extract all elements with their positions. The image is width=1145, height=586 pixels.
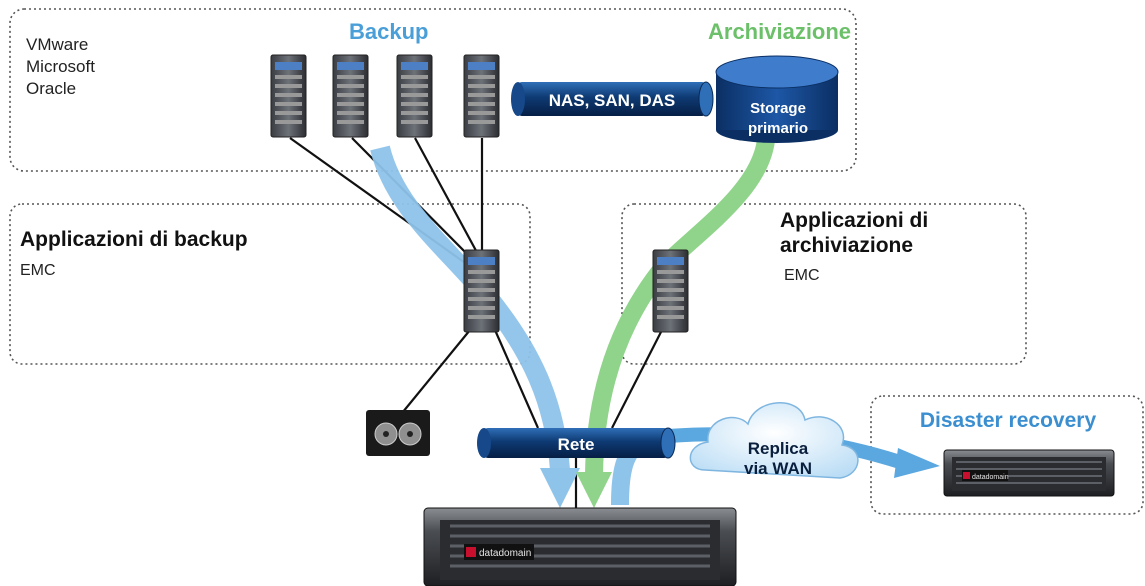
storage-label-line1: Storage (750, 100, 806, 117)
disaster-recovery-title: Disaster recovery (920, 409, 1097, 432)
wan-label-line1: Replica (748, 439, 809, 458)
backup-apps-vendor: EMC (20, 262, 56, 279)
data-domain-appliance (423, 507, 737, 586)
archive-app-server-icon (652, 249, 689, 333)
tape-library-icon (366, 410, 430, 456)
network-label: Rete (558, 435, 595, 454)
archive-apps-title-line2: archiviazione (780, 234, 913, 257)
backup-apps-title: Applicazioni di backup (20, 228, 248, 251)
archive-apps-box (621, 203, 1027, 365)
wan-cloud-icon (689, 402, 859, 479)
wan-flow-arrowhead (894, 448, 940, 478)
dr-appliance (943, 449, 1115, 497)
primary-storage-icon (715, 55, 839, 143)
server-icon (270, 54, 307, 138)
backup-title: Backup (349, 19, 428, 44)
server-icon (332, 54, 369, 138)
server-icon (396, 54, 433, 138)
server-icon (463, 54, 500, 138)
backup-app-server-icon (463, 249, 500, 333)
storage-label-line2: primario (748, 120, 808, 137)
wan-label-line2: via WAN (744, 459, 812, 478)
main-device-logo: datadomain (479, 548, 531, 559)
archive-apps-title-line1: Applicazioni di (780, 209, 928, 232)
dr-device-logo: datadomain (972, 474, 1009, 481)
backup-server-group (270, 54, 500, 138)
archive-flow-arrowhead (576, 472, 612, 508)
archive-apps-vendor: EMC (784, 267, 820, 284)
backup-flow-arrowhead (540, 468, 580, 508)
network-pipe (477, 427, 676, 459)
vendor-microsoft: Microsoft (26, 57, 95, 76)
vendor-vmware: VMware (26, 35, 88, 54)
vendor-oracle: Oracle (26, 79, 76, 98)
nas-san-das-pipe (511, 81, 714, 117)
nas-san-das-label: NAS, SAN, DAS (549, 91, 676, 110)
top-region-box (9, 8, 857, 172)
archive-title: Archiviazione (708, 19, 851, 44)
